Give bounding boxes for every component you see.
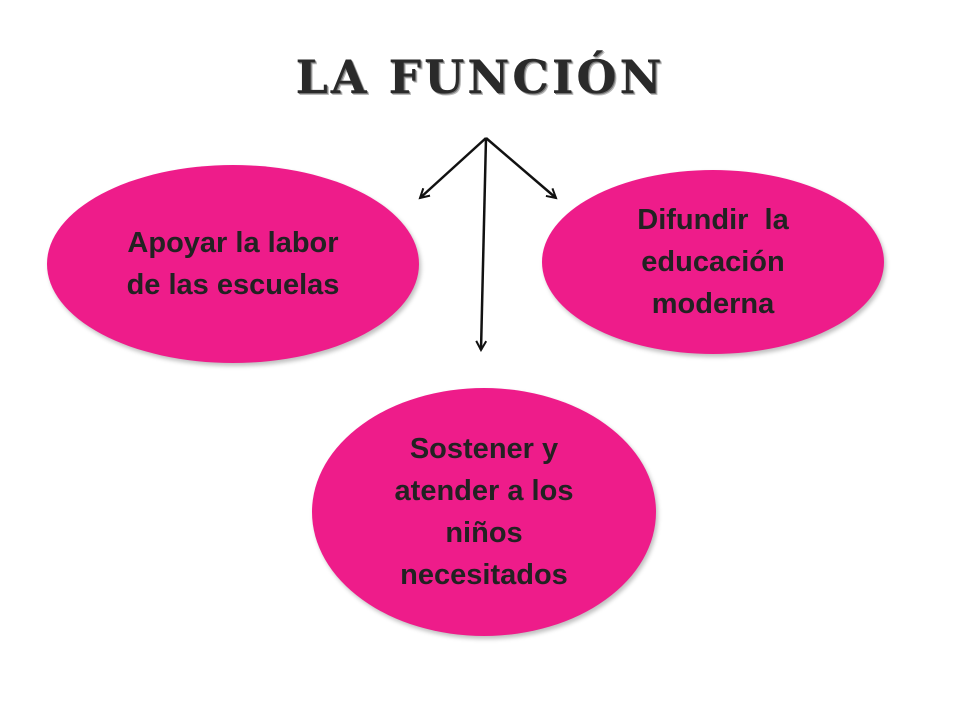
node-text-line: Apoyar la labor — [127, 226, 339, 259]
diagram-title: LA FUNCIÓN — [295, 50, 665, 104]
node-text-line: moderna — [651, 288, 775, 321]
node-apoyar-labor: Apoyar la labor de las escuelas — [47, 165, 419, 363]
node-text-line: atender a los — [394, 474, 574, 507]
arrow-to-bottom — [481, 137, 488, 350]
node-text-line: Sostener y — [409, 432, 559, 465]
node-difundir-educacion: Difundir la educación moderna — [542, 170, 884, 354]
node-text-line: necesitados — [400, 559, 568, 592]
arrow-to-left — [420, 137, 487, 198]
node-text-line: de las escuelas — [126, 269, 340, 301]
node-text-line: niños — [445, 517, 523, 549]
node-text-line: educación — [641, 245, 785, 278]
node-sostener-ninos: Sostener y atender a los niños necesitad… — [312, 388, 656, 636]
node-text-line: Difundir la — [637, 203, 789, 236]
arrow-to-right — [485, 137, 556, 198]
